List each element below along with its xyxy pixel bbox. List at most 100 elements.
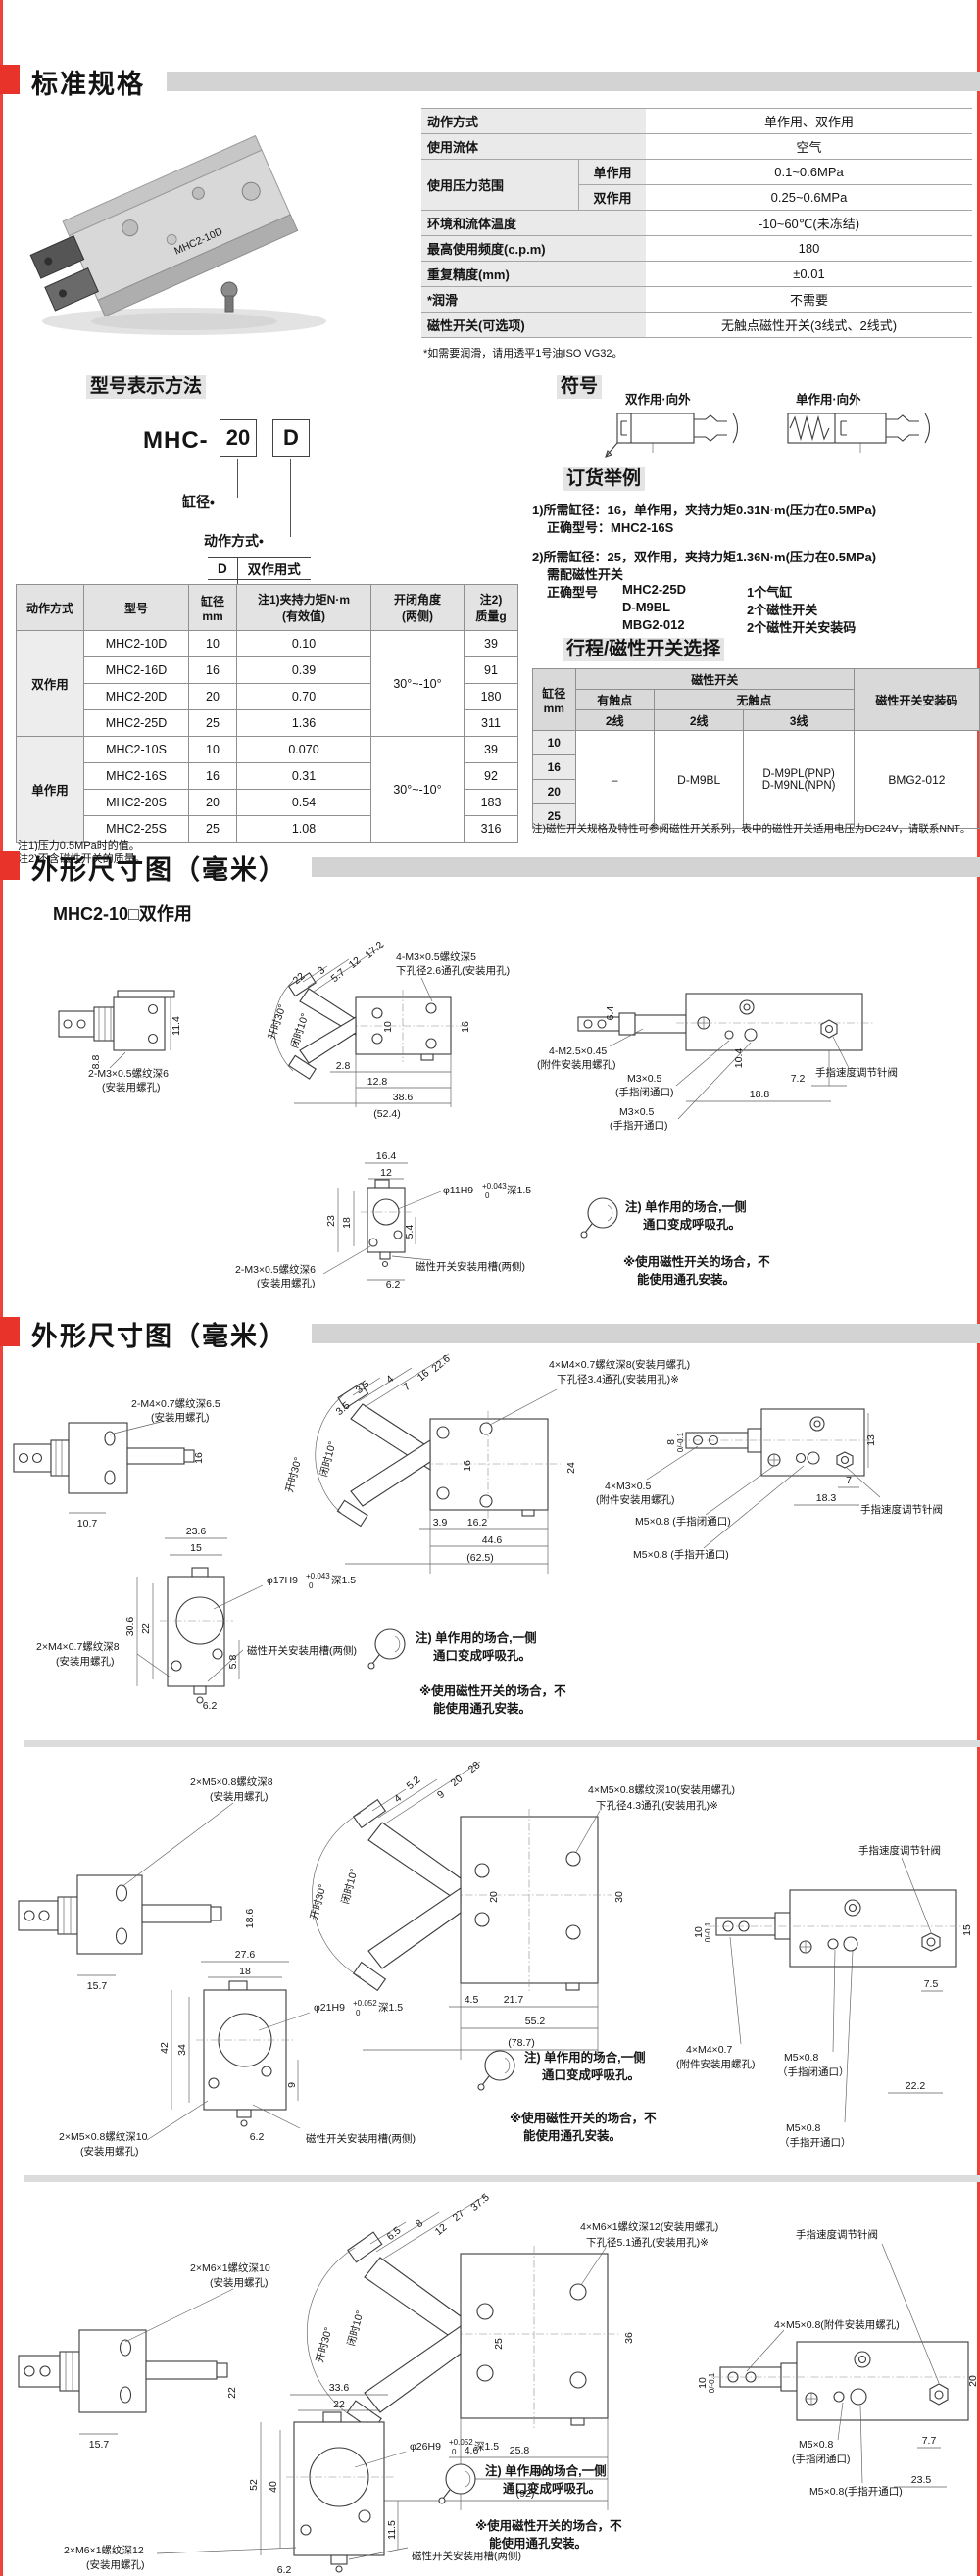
col-header: 型号 <box>83 584 189 631</box>
dim-label: 3 <box>316 964 327 977</box>
dim-label: 深1.5 <box>474 2441 499 2453</box>
part-label: 2-M4×0.7螺纹深6.5 <box>131 1397 220 1410</box>
model-cell: MHC2-20S <box>83 789 189 816</box>
bore-label: 缸径• <box>182 494 215 510</box>
note-label: 通口变成呼吸孔。 <box>503 2481 601 2496</box>
part-label: 4×M4×0.7 <box>686 2044 732 2056</box>
note-label: 通口变成呼吸孔。 <box>643 1217 741 1232</box>
dim-label: 16.2 <box>467 1517 488 1529</box>
top-view <box>577 993 874 1120</box>
dim-label: φ11H9 <box>443 1185 473 1196</box>
top-view <box>646 1408 881 1549</box>
part-label: (附件安装用螺孔) <box>676 2058 756 2070</box>
table-row: 动作方式 单作用、双作用 <box>421 108 972 134</box>
dim-label: 9 <box>286 2082 298 2088</box>
angle-cell: 30°~-10° <box>370 630 465 737</box>
angle-cell: 30°~-10° <box>370 736 465 843</box>
bore-cell: 16 <box>188 762 237 790</box>
bore-cell: 16 <box>532 754 576 780</box>
model-cell: MHC2-10D <box>83 630 189 657</box>
part-label: 4-M2.5×0.45 <box>549 1045 607 1057</box>
dim-label: 12 <box>380 1167 392 1179</box>
part-label: 2-M3×0.5螺纹深6 <box>88 1067 169 1080</box>
option-desc: 双作用式 <box>237 557 311 580</box>
dim-label: 5.8 <box>227 1655 239 1670</box>
dim-tolerance: 0 <box>309 1581 314 1590</box>
note-label: 能使用通孔安装。 <box>523 2128 621 2143</box>
ordering-desc: 2个磁性开关安装码 <box>747 620 857 635</box>
dim-label: 16 <box>462 1460 473 1472</box>
dim-label: φ26H9 <box>410 2441 441 2453</box>
part-label: M5×0.8 <box>799 2439 833 2451</box>
dim-label: 7 <box>401 1381 413 1393</box>
col-header-bore: 缸径 mm <box>532 668 576 731</box>
table-row: 重复精度(mm) ±0.01 <box>421 261 972 287</box>
nocontact-3wire-value: D-M9PL(PNP) D-M9NL(NPN) <box>743 730 855 829</box>
dim-label: 5.7 <box>329 966 348 985</box>
note-label: 通口变成呼吸孔。 <box>542 2067 640 2082</box>
note-label: 能使用通孔安装。 <box>489 2536 587 2551</box>
dimension-drawing-25: 2×M6×1螺纹深10 (安装用螺孔) 22 15.7 37.5 <box>18 2191 979 2576</box>
dim-label: 22 <box>226 2387 238 2399</box>
bore-cell: 20 <box>188 789 237 816</box>
model-table: 动作方式 型号 缸径 mm 注1)夹持力矩N·m (有效值) 开闭角度 (两侧)… <box>16 584 518 843</box>
dim-label: 55.2 <box>525 2016 546 2027</box>
table-row: 缸径 mm 磁性开关 磁性开关安装码 <box>532 668 980 731</box>
table-row: 有触点 无触点 <box>533 689 980 710</box>
dim-label: 8.8 <box>90 1055 102 1070</box>
spec-label: 动作方式 <box>421 108 646 134</box>
torque-cell: 0.70 <box>236 683 371 710</box>
dim-label: 10.7 <box>77 1518 98 1530</box>
torque-cell: 1.36 <box>236 709 371 737</box>
note-label: 注) 单作用的场合,一侧 <box>416 1630 537 1645</box>
part-label: M3×0.5 <box>627 1073 662 1085</box>
switch-table: 缸径 mm 磁性开关 磁性开关安装码 有触点 无触点 2线 2线 3线 10 –… <box>532 668 980 829</box>
torque-cell: 1.08 <box>236 815 371 843</box>
dim-label: 17.2 <box>363 939 385 960</box>
header-gray-bar <box>167 72 980 91</box>
dim-label: 30.6 <box>124 1617 136 1637</box>
table-row: MHC2-25S 25 1.08 316 <box>17 815 518 843</box>
part-label: 磁性开关安装用槽(两侧) <box>416 1260 525 1273</box>
col-header: 注1)夹持力矩N·m (有效值) <box>236 584 371 631</box>
dim-label: (78.7) <box>508 2037 534 2049</box>
dim-label: 6.2 <box>277 2564 292 2576</box>
ordering-desc: 1个气缸 <box>747 585 793 600</box>
dim-label: 16 <box>460 1021 471 1033</box>
dim-label: 27 <box>451 2208 467 2224</box>
bore-cell: 16 <box>188 656 237 684</box>
spec-table: 动作方式 单作用、双作用 使用流体 空气 使用压力范围 单作用 0.1~0.6M… <box>421 108 972 338</box>
part-label: 手指速度调节针阀 <box>796 2228 878 2241</box>
action-code-box: D <box>272 419 310 457</box>
dim-label: 12.8 <box>368 1076 388 1088</box>
dim-label: 18 <box>239 1966 251 1977</box>
part-label: (附件安装用螺孔) <box>537 1058 616 1071</box>
part-label: 手指速度调节针阀 <box>815 1066 898 1079</box>
part-label: (安装用螺孔) <box>210 2276 269 2289</box>
connector-line <box>237 459 238 498</box>
model-cell: MHC2-20D <box>83 683 189 710</box>
section2-header: 外形尺寸图（毫米） <box>0 849 980 885</box>
table-row: MHC2-25D 25 1.36 311 <box>17 709 518 737</box>
dim-tolerance: 0/-0.1 <box>676 1432 685 1452</box>
section1-header: 标准规格 <box>0 63 980 99</box>
dim-label: 10.4 <box>733 1048 745 1069</box>
dim-label: 4.5 <box>465 1994 479 2006</box>
dim-label: 52 <box>248 2479 260 2491</box>
pneumatic-symbols: 双作用·向外 单作用·向外 <box>605 392 931 458</box>
table-row: D 双作用式 <box>208 557 311 580</box>
ordering-ex2-line1: 2)所需缸径：25，双作用，夹持力矩1.36N·m(压力在0.5MPa) <box>532 550 877 564</box>
bracket-value: BMG2-012 <box>853 730 980 829</box>
red-square-icon <box>0 1317 20 1346</box>
bore-cell: 25 <box>188 815 237 843</box>
spec-label: 磁性开关(可选项) <box>421 312 646 338</box>
dim-label: 10 <box>693 1926 705 1938</box>
part-label: M5×0.8 <box>784 2052 818 2064</box>
col-header: 注2) 质量g <box>464 584 518 631</box>
dim-label: 5.2 <box>405 1774 423 1792</box>
table-row: 环境和流体温度 -10~60℃(未冻结) <box>421 210 972 236</box>
weight-cell: 311 <box>464 709 518 737</box>
connector-line <box>290 459 291 537</box>
spec-footnote: *如需要润滑，请用透平1号油ISO VG32。 <box>423 348 623 360</box>
col-header-2wire: 2线 <box>653 709 745 731</box>
